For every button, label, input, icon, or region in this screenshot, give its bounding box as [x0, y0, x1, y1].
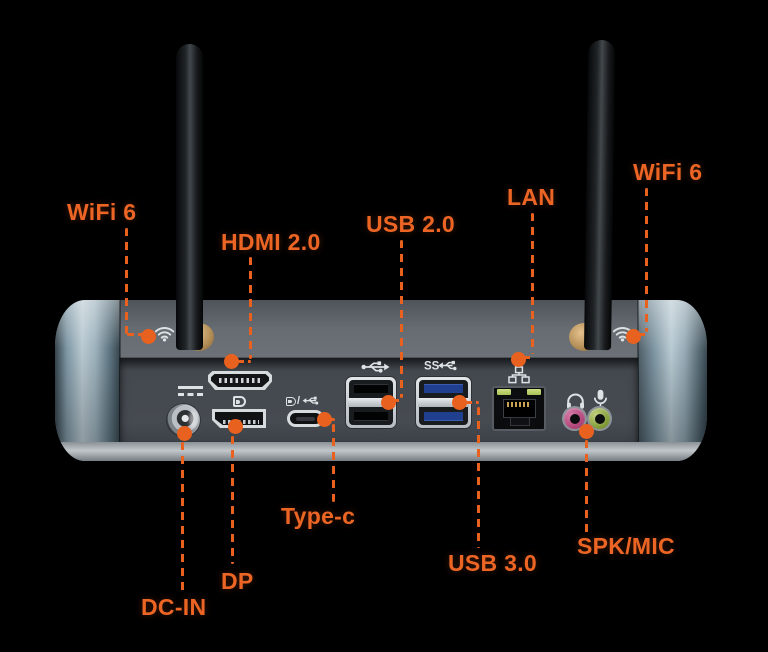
- usb-trident-icon: [361, 360, 390, 374]
- slash-glyph: /: [297, 395, 301, 407]
- displayport-logo-icon: [233, 396, 246, 407]
- callout-line-hdmi: [237, 360, 251, 363]
- superspeed-usb-icon: SS: [424, 358, 459, 373]
- left-end-cap: [55, 300, 120, 461]
- callout-line-usb20: [392, 399, 402, 402]
- callout-dot-wifi-right: [626, 329, 641, 344]
- callout-line-wifi-right: [645, 188, 648, 332]
- headphone-jack: [564, 408, 585, 429]
- right-end-cap: [638, 300, 707, 461]
- ethernet-port: [492, 386, 546, 431]
- ethernet-icon: [508, 366, 530, 384]
- callout-dot-wifi-left: [141, 329, 156, 344]
- callout-dot-spkmic: [579, 424, 594, 439]
- callout-dot-usb30: [452, 395, 467, 410]
- callout-line-wifi-left: [125, 228, 128, 334]
- callout-dot-usb20: [381, 395, 396, 410]
- callout-line-hdmi: [249, 257, 252, 359]
- callout-label-lan: LAN: [507, 184, 556, 210]
- usb-c-tongue: [296, 417, 315, 421]
- bottom-trim: [55, 442, 707, 461]
- callout-label-dcin: DC-IN: [141, 594, 207, 620]
- ethernet-led: [527, 389, 541, 395]
- callout-label-wifi-left: WiFi 6: [67, 199, 137, 225]
- callout-dot-hdmi: [224, 354, 239, 369]
- dp-alt-usb-icon: /: [286, 395, 322, 407]
- callout-line-typec: [332, 424, 335, 502]
- callout-label-usb30: USB 3.0: [448, 550, 538, 576]
- callout-line-usb20: [400, 240, 403, 398]
- wifi-antenna-right: [584, 39, 616, 351]
- ethernet-led: [497, 389, 511, 395]
- callout-line-wifi-left: [127, 333, 143, 336]
- callout-line-usb30: [477, 407, 480, 548]
- callout-dot-dcin: [177, 426, 192, 441]
- callout-label-hdmi: HDMI 2.0: [221, 229, 321, 255]
- callout-dot-dp: [228, 419, 243, 434]
- callout-label-dp: DP: [221, 568, 254, 594]
- usb-trident-icon: [302, 396, 319, 405]
- seam-line: [637, 300, 639, 461]
- callout-line-lan: [531, 213, 534, 354]
- wifi-icon: [154, 325, 175, 342]
- mic-jack: [589, 408, 610, 429]
- callout-line-dp: [231, 436, 234, 564]
- callout-label-usb20: USB 2.0: [366, 211, 456, 237]
- hdmi-port-pins: [219, 378, 261, 383]
- usb-c-port: [287, 410, 324, 427]
- svg-text:SS: SS: [424, 361, 440, 373]
- callout-line-dcin: [181, 442, 184, 592]
- callout-label-wifi-right: WiFi 6: [633, 159, 703, 185]
- headphone-icon: [566, 392, 585, 409]
- usb2-ports: [346, 377, 396, 428]
- wifi-antenna-left: [176, 44, 203, 350]
- callout-line-usb30: [465, 401, 479, 404]
- callout-label-typec: Type-c: [281, 503, 356, 529]
- callout-dot-lan: [511, 352, 526, 367]
- callout-line-typec: [328, 418, 335, 421]
- callout-label-spkmic: SPK/MIC: [577, 533, 675, 559]
- displayport-logo-icon: [286, 396, 296, 406]
- microphone-icon: [593, 389, 608, 409]
- dc-power-icon: [178, 386, 203, 396]
- callout-line-wifi-right: [638, 333, 648, 336]
- callout-line-spkmic: [585, 440, 588, 534]
- callout-line-lan: [523, 356, 533, 359]
- callout-dot-typec: [317, 412, 332, 427]
- hdmi-port: [208, 371, 272, 390]
